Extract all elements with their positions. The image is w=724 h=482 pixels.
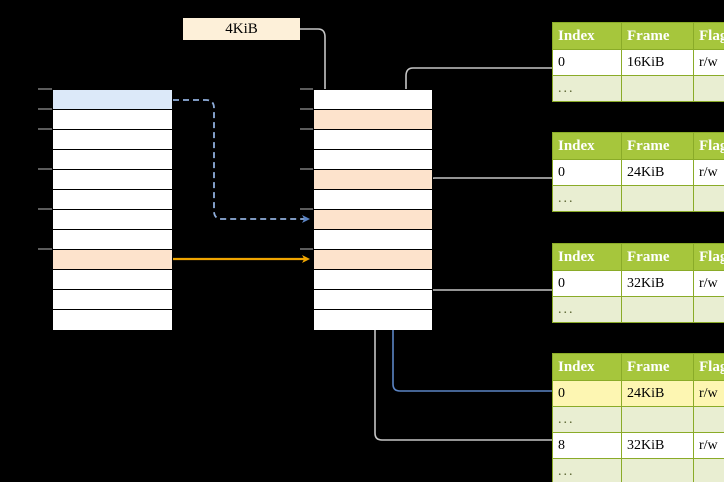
cell-frame: 32KiB (621, 432, 694, 459)
cell-flags (693, 296, 724, 323)
cell-frame: 24KiB (621, 159, 694, 186)
page-table-2-row-0[interactable]: 0 24KiB r/w (552, 159, 724, 186)
vaddr-page-10[interactable] (53, 270, 172, 290)
row-tick-marks (38, 88, 52, 250)
page-table-3-row-ellipsis[interactable]: ... (552, 296, 724, 323)
page-table-4-row-ellipsis-1[interactable]: ... (552, 406, 724, 433)
page-table-1-row-0[interactable]: 0 16KiB r/w (552, 49, 724, 76)
middle-row-tick-marks (300, 88, 313, 250)
header-flags: Flags (693, 22, 724, 50)
frame-9[interactable] (314, 250, 432, 270)
cell-frame (621, 75, 694, 102)
cell-frame-highlighted: 24KiB (621, 380, 694, 407)
page-table-2-header-row: Index Frame Flags (552, 132, 724, 160)
cell-flags-highlighted: r/w (693, 380, 724, 407)
cell-flags (693, 75, 724, 102)
virtual-address-space-column (52, 89, 173, 330)
cell-flags: r/w (693, 270, 724, 297)
vaddr-page-8[interactable] (53, 230, 172, 250)
frame-12[interactable] (314, 310, 432, 330)
vaddr-page-6[interactable] (53, 190, 172, 210)
page-table-1-row-ellipsis[interactable]: ... (552, 75, 724, 102)
wire-pt2-to-frame (424, 177, 552, 215)
frame-7[interactable] (314, 210, 432, 230)
page-table-1-header-row: Index Frame Flags (552, 22, 724, 50)
header-index: Index (552, 22, 622, 50)
header-flags: Flags (693, 132, 724, 160)
vaddr-page-1[interactable] (53, 90, 172, 110)
header-index: Index (552, 132, 622, 160)
cell-flags (693, 406, 724, 433)
physical-memory-column (313, 89, 433, 330)
frame-1[interactable] (314, 90, 432, 110)
header-index: Index (552, 243, 622, 271)
page-table-3-header-row: Index Frame Flags (552, 243, 724, 271)
cell-index: 0 (552, 49, 622, 76)
cell-index: ... (552, 185, 622, 212)
header-flags: Flags (693, 243, 724, 271)
cell-flags: r/w (693, 159, 724, 186)
page-table-1: Index Frame Flags 0 16KiB r/w ... (552, 22, 724, 102)
cell-frame (621, 406, 694, 433)
page-table-3: Index Frame Flags 0 32KiB r/w ... (552, 243, 724, 323)
cell-flags (693, 458, 724, 482)
page-table-2-row-ellipsis[interactable]: ... (552, 185, 724, 212)
cell-index: 0 (552, 270, 622, 297)
header-frame: Frame (621, 353, 694, 381)
vaddr-page-5[interactable] (53, 170, 172, 190)
frame-4[interactable] (314, 150, 432, 170)
vaddr-page-3[interactable] (53, 130, 172, 150)
frame-8[interactable] (314, 230, 432, 250)
page-table-4-header-row: Index Frame Flags (552, 353, 724, 381)
cell-frame: 32KiB (621, 270, 694, 297)
vaddr-page-4[interactable] (53, 150, 172, 170)
cell-frame (621, 185, 694, 212)
page-table-3-row-0[interactable]: 0 32KiB r/w (552, 270, 724, 297)
header-index: Index (552, 353, 622, 381)
frame-6[interactable] (314, 190, 432, 210)
frame-11[interactable] (314, 290, 432, 310)
cell-frame (621, 458, 694, 482)
header-flags: Flags (693, 353, 724, 381)
frame-10[interactable] (314, 270, 432, 290)
cell-index-highlighted: 0 (552, 380, 622, 407)
vaddr-page-12[interactable] (53, 310, 172, 330)
cell-index: ... (552, 75, 622, 102)
frame-5[interactable] (314, 170, 432, 190)
vaddr-page-11[interactable] (53, 290, 172, 310)
cell-index: ... (552, 406, 622, 433)
page-table-4-row-ellipsis-2[interactable]: ... (552, 458, 724, 482)
cell-index: 8 (552, 432, 622, 459)
cell-index: ... (552, 458, 622, 482)
cell-index: ... (552, 296, 622, 323)
header-frame: Frame (621, 22, 694, 50)
header-frame: Frame (621, 132, 694, 160)
page-table-4-row-8[interactable]: 8 32KiB r/w (552, 432, 724, 459)
cell-index: 0 (552, 159, 622, 186)
frame-3[interactable] (314, 130, 432, 150)
cell-flags: r/w (693, 49, 724, 76)
frame-2[interactable] (314, 110, 432, 130)
page-table-4: Index Frame Flags 0 24KiB r/w ... 8 32Ki… (552, 353, 724, 482)
wire-vaddr-blue-dashed (173, 99, 310, 223)
page-table-4-row-0[interactable]: 0 24KiB r/w (552, 380, 724, 407)
wire-pt3-to-frame (413, 260, 552, 291)
cell-flags: r/w (693, 432, 724, 459)
header-frame: Frame (621, 243, 694, 271)
page-size-label: 4KiB (183, 18, 300, 40)
cell-flags (693, 185, 724, 212)
vaddr-page-9[interactable] (53, 250, 172, 270)
vaddr-page-7[interactable] (53, 210, 172, 230)
vaddr-page-2[interactable] (53, 110, 172, 130)
cell-frame (621, 296, 694, 323)
page-table-2: Index Frame Flags 0 24KiB r/w ... (552, 132, 724, 212)
cell-frame: 16KiB (621, 49, 694, 76)
